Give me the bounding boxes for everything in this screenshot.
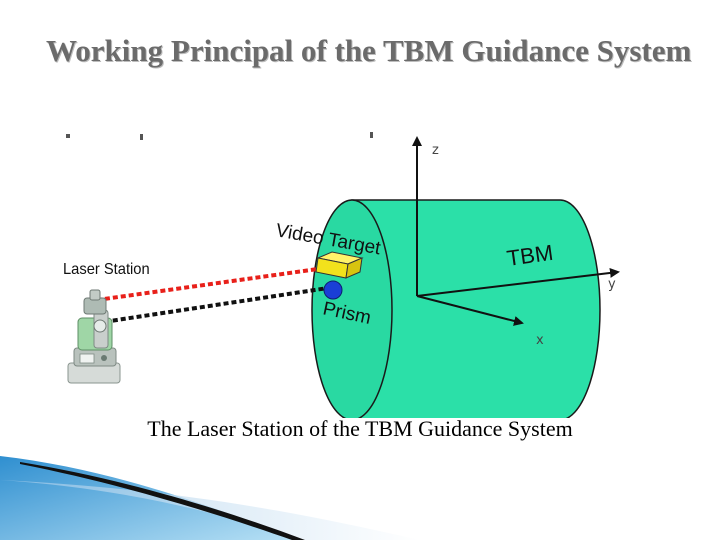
diagram-caption: The Laser Station of the TBM Guidance Sy… [147, 416, 573, 441]
axis-y-label: y [608, 277, 616, 292]
laser-station-icon [67, 289, 121, 384]
axis-y-line [416, 267, 620, 297]
beams [96, 266, 329, 325]
axis-z-label: z [432, 143, 439, 158]
footer-black-stroke [20, 462, 305, 540]
laser-beam [96, 266, 326, 302]
coordinate-axes: z y x [412, 136, 620, 348]
axis-x-line [416, 295, 524, 326]
tbm-cylinder-body [351, 199, 601, 418]
axis-x-label: x [536, 333, 544, 348]
video-target [315, 251, 364, 279]
video-target-side [345, 257, 363, 279]
tbm-guidance-diagram: z y x TBM Video Target Prism Laser Stati… [63, 132, 620, 418]
prism-icon [323, 280, 343, 300]
cropped-text-remnants [66, 132, 373, 140]
prism-beam [96, 286, 329, 325]
footer-decoration [0, 456, 420, 540]
slide-title: Working Principal of the TBM Guidance Sy… [46, 33, 692, 68]
laser-station-label: Laser Station [63, 260, 150, 278]
